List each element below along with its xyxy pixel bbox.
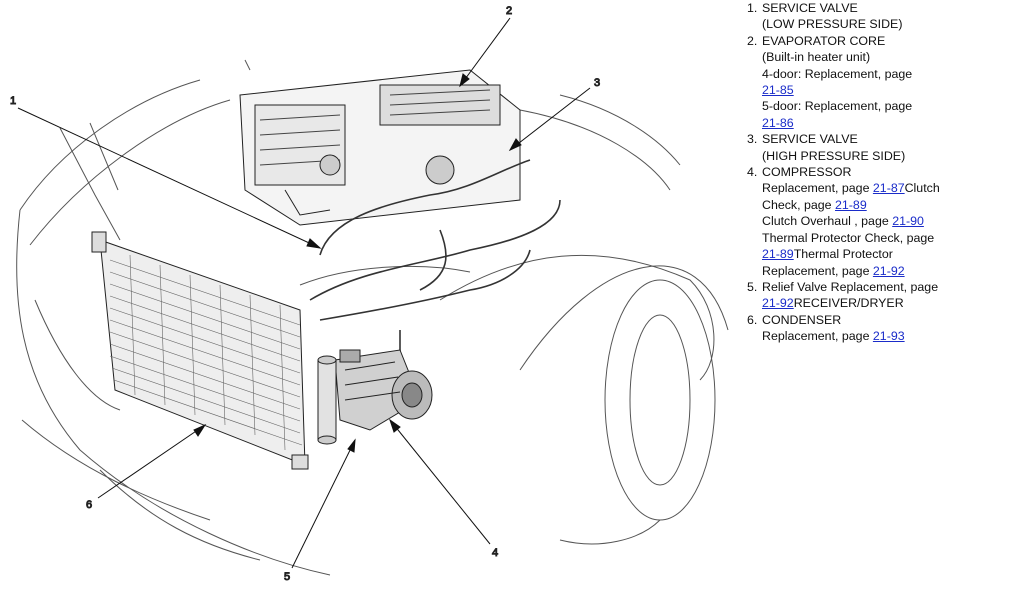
- page-link-21-93[interactable]: 21-93: [872, 329, 905, 344]
- legend-text: Thermal Protector: [793, 247, 893, 262]
- legend-item-condenser: 6. CONDENSER Replacement, page 21-93: [738, 312, 1020, 345]
- car-body-outline: [16, 59, 729, 576]
- legend-number: 4.: [747, 165, 758, 180]
- legend-item-compressor: 4. COMPRESSOR Replacement, page 21-87Clu…: [738, 164, 1020, 279]
- legend-text: Replacement, page: [762, 329, 873, 344]
- legend-item-evaporator-core: 2. EVAPORATOR CORE (Built-in heater unit…: [738, 33, 1020, 131]
- legend-text: Thermal Protector Check, page: [762, 230, 935, 245]
- legend-number: 3.: [747, 132, 758, 147]
- legend-item-service-valve-high: 3. SERVICE VALVE (HIGH PRESSURE SIDE): [738, 131, 1020, 164]
- page-link-21-85[interactable]: 21-85: [762, 83, 794, 98]
- legend-number: 6.: [747, 312, 758, 327]
- leader-lines: [17, 17, 591, 569]
- legend-text: Replacement, page: [762, 263, 873, 278]
- legend-text: Relief Valve Replacement, page: [762, 279, 939, 294]
- page-link-21-90[interactable]: 21-90: [892, 214, 924, 229]
- legend-list: 1. SERVICE VALVE (LOW PRESSURE SIDE) 2. …: [738, 0, 1020, 345]
- page-link-21-89[interactable]: 21-89: [762, 247, 794, 262]
- legend-title: SERVICE VALVE: [762, 1, 858, 15]
- page-link-21-87[interactable]: 21-87: [872, 181, 905, 196]
- legend-title: EVAPORATOR CORE: [762, 33, 886, 48]
- legend-title: CONDENSER: [762, 312, 842, 327]
- legend-text: 4-door: Replacement, page: [762, 66, 913, 81]
- legend-item-relief-valve: 5. Relief Valve Replacement, page 21-92R…: [738, 279, 1020, 312]
- legend-number: 5.: [747, 279, 758, 294]
- callout-5: 5: [284, 571, 290, 583]
- legend-title: COMPRESSOR: [762, 165, 852, 180]
- legend-number: 2.: [747, 33, 758, 48]
- legend-subtitle: (LOW PRESSURE SIDE): [762, 17, 903, 32]
- legend-text: Check, page: [762, 197, 836, 212]
- page-link-21-89[interactable]: 21-89: [835, 197, 867, 212]
- legend-item-service-valve-low: 1. SERVICE VALVE (LOW PRESSURE SIDE): [738, 0, 1020, 33]
- callout-2: 2: [506, 5, 512, 17]
- legend-subtitle: (Built-in heater unit): [762, 50, 871, 65]
- ac-system-illustration: 1 2 3 4 5 6: [10, 5, 729, 584]
- legend-text: 5-door: Replacement, page: [762, 99, 913, 114]
- evaporator-heater-unit: [239, 69, 521, 226]
- condenser: [91, 231, 309, 470]
- receiver-dryer: [317, 355, 337, 445]
- callout-6: 6: [86, 499, 92, 511]
- parts-legend: 1. SERVICE VALVE (LOW PRESSURE SIDE) 2. …: [738, 0, 1020, 345]
- page-link-21-92[interactable]: 21-92: [762, 296, 794, 311]
- legend-text: Clutch Overhaul , page: [762, 214, 893, 229]
- legend-title: SERVICE VALVE: [762, 132, 858, 147]
- callout-4: 4: [492, 547, 498, 559]
- legend-number: 1.: [747, 1, 758, 15]
- page-link-21-86[interactable]: 21-86: [762, 115, 794, 130]
- legend-text: RECEIVER/DRYER: [793, 296, 904, 311]
- page-link-21-92[interactable]: 21-92: [872, 263, 905, 278]
- compressor: [334, 349, 433, 431]
- legend-text: Replacement, page: [762, 181, 873, 196]
- legend-subtitle: (HIGH PRESSURE SIDE): [762, 148, 906, 163]
- callout-1: 1: [10, 95, 16, 107]
- callout-3: 3: [594, 77, 600, 89]
- legend-text: Clutch: [904, 181, 940, 196]
